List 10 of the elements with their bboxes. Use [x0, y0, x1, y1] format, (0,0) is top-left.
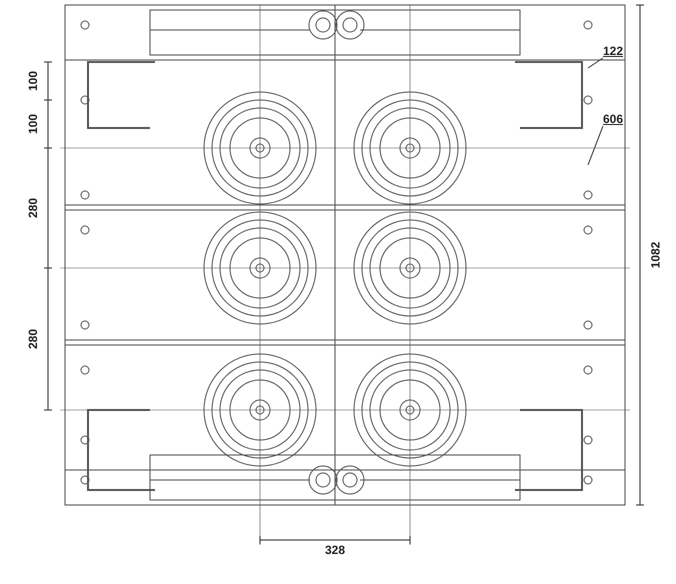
dimension-value: 100	[26, 70, 40, 92]
dimension-value: 1082	[648, 242, 662, 268]
leader-line	[588, 126, 604, 166]
leader-line	[588, 58, 604, 68]
dimension-value: 100	[26, 114, 40, 134]
part-number: 606	[603, 112, 624, 126]
dimension-value: 280	[26, 198, 40, 218]
dimension-value: 280	[26, 328, 40, 350]
part-number: 122	[603, 44, 624, 58]
dimension-value: 328	[325, 543, 346, 557]
